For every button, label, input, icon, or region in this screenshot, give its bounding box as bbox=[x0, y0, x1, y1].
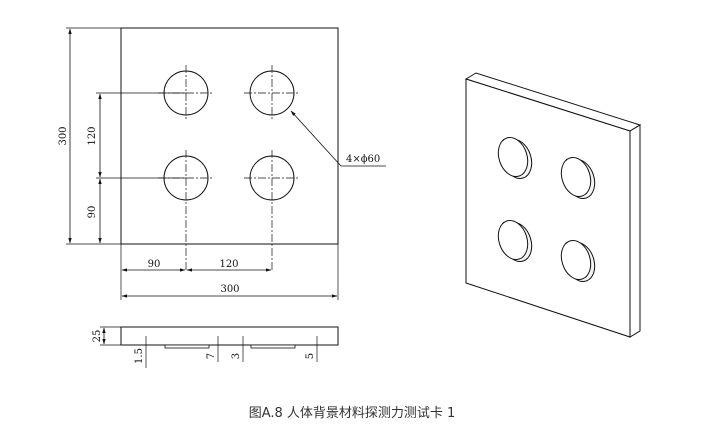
figure-caption: 图A.8 人体背景材料探测力测试卡 1 bbox=[248, 406, 456, 421]
iso-disc-bottom-left bbox=[497, 219, 533, 263]
hole-callout-label: 4×ϕ60 bbox=[346, 154, 380, 165]
dim-3-label: 3 bbox=[231, 353, 242, 359]
dim-width-label: 300 bbox=[220, 284, 239, 295]
dim-offset-vertical-label: 90 bbox=[87, 206, 98, 219]
iso-disc-top-right bbox=[560, 156, 596, 200]
dim-recess-left-label: 1.5 bbox=[134, 348, 145, 364]
dim-height-label: 300 bbox=[58, 126, 69, 145]
dim-5-label: 5 bbox=[305, 353, 316, 359]
side-view: 25 1.5 7 3 5 bbox=[92, 326, 339, 368]
technical-drawing: 300 120 90 90 120 300 4×ϕ60 25 bbox=[58, 27, 642, 368]
plate-outline bbox=[120, 27, 339, 245]
hole-bottom-right bbox=[244, 150, 300, 270]
hole-bottom-left bbox=[158, 150, 214, 270]
isometric-view bbox=[464, 72, 642, 338]
iso-side-face bbox=[629, 124, 641, 338]
hole-top-right bbox=[244, 65, 300, 121]
dim-7-label: 7 bbox=[206, 353, 217, 359]
callout-leader bbox=[290, 110, 342, 167]
side-outline bbox=[120, 326, 339, 346]
front-view: 300 120 90 90 120 300 4×ϕ60 bbox=[58, 27, 386, 300]
iso-disc-bottom-right bbox=[560, 239, 596, 283]
dim-spacing-vertical-label: 120 bbox=[87, 126, 98, 145]
recess-right bbox=[250, 344, 296, 349]
dim-offset-horizontal-label: 90 bbox=[148, 259, 161, 270]
iso-disc-top-left bbox=[497, 136, 533, 180]
dim-spacing-horizontal-label: 120 bbox=[219, 259, 238, 270]
dim-thickness-label: 25 bbox=[92, 330, 103, 343]
recess-left bbox=[164, 344, 210, 349]
